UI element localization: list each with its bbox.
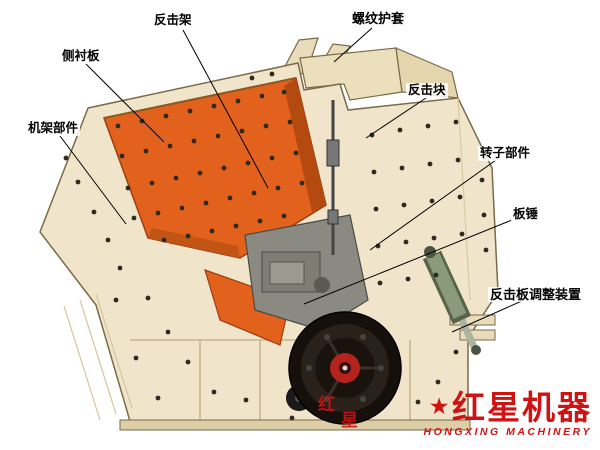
label-impact-block: 反击块 — [406, 83, 448, 98]
rotor-wheel — [288, 311, 402, 425]
leader-impact-block — [365, 97, 427, 139]
label-side-liner: 侧衬板 — [60, 49, 102, 64]
leader-frame-parts — [59, 135, 127, 225]
watermark-partial-char: 红 — [318, 395, 335, 414]
leader-adjuster — [451, 299, 525, 333]
rotor-housing — [244, 100, 369, 331]
label-frame-parts: 机架部件 — [26, 121, 81, 136]
leader-impact-frame — [182, 29, 269, 189]
leader-side-liner — [85, 63, 165, 143]
label-impact-plate-adjuster: 反击板调整装置 — [488, 287, 584, 302]
label-threaded-sleeve: 螺纹护套 — [350, 11, 407, 26]
hongxing-star-icon: ★ — [430, 396, 450, 418]
leader-blow-bar — [303, 219, 513, 305]
label-blow-bar: 板锤 — [511, 207, 541, 222]
watermark-en-text: HONGXING MACHINERY — [423, 426, 592, 438]
leader-lines — [59, 27, 525, 333]
leader-rotor-parts — [369, 159, 497, 251]
label-rotor-parts: 转子部件 — [478, 146, 533, 161]
hydraulic-cylinder — [422, 246, 481, 355]
watermark-partial-char: 星 — [341, 411, 358, 430]
label-impact-frame: 反击架 — [152, 13, 194, 28]
bolt-dots — [63, 71, 489, 421]
watermark-cn-text: 红星机器 — [452, 391, 592, 427]
brand-watermark: ★红星机器 HONGXING MACHINERY — [424, 390, 592, 438]
leader-threaded-sleeve — [333, 27, 373, 63]
